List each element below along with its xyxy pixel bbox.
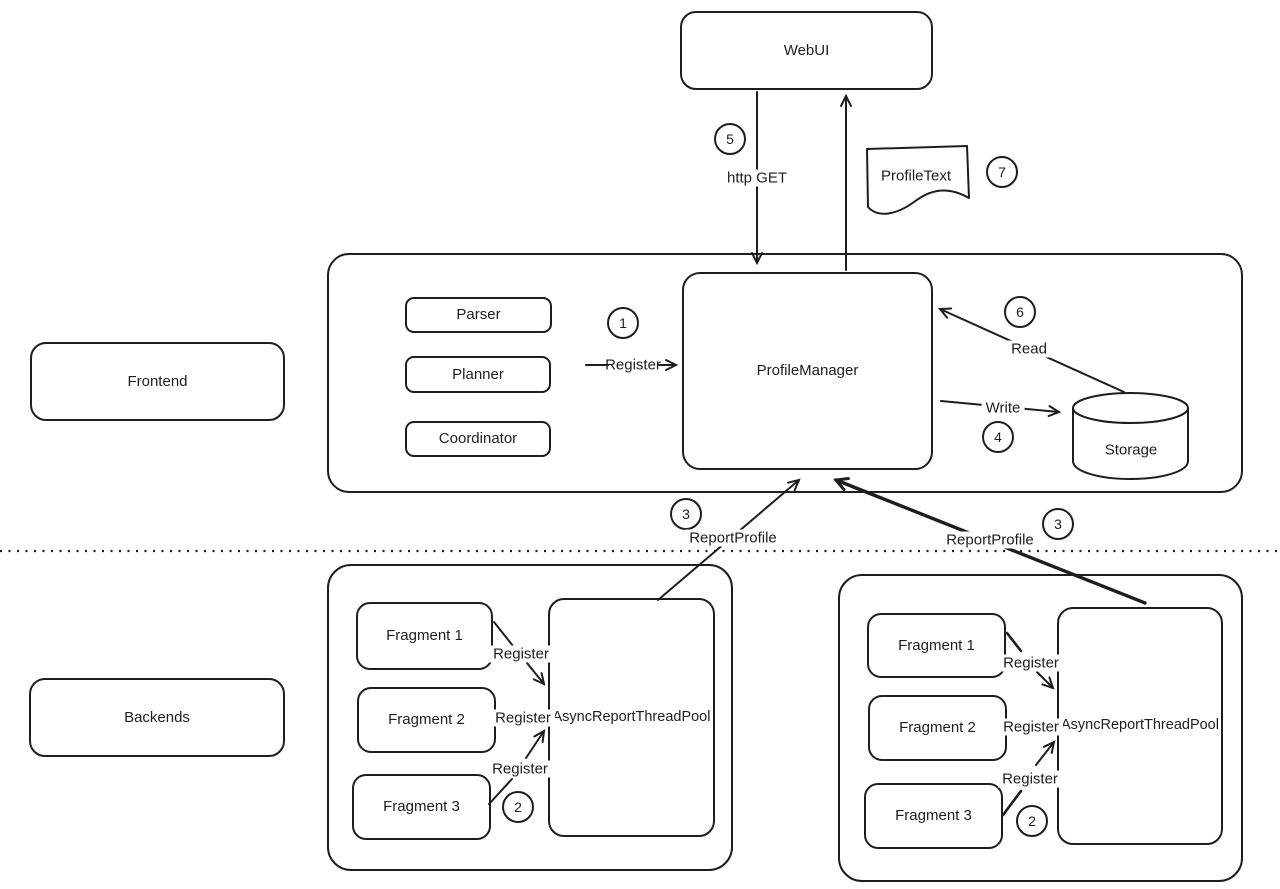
backend2-fragment-1: Fragment 1 bbox=[867, 613, 1006, 678]
backend2-fragment-1-label: Fragment 1 bbox=[898, 636, 975, 654]
backend2-fragment-2: Fragment 2 bbox=[868, 695, 1007, 761]
backend2-register-label-2: Register bbox=[999, 718, 1063, 736]
step-circle-4: 4 bbox=[982, 421, 1014, 453]
step-3-right-label: 3 bbox=[1054, 516, 1062, 532]
planner-label: Planner bbox=[452, 365, 504, 383]
profile-text-label: ProfileText bbox=[880, 167, 952, 185]
coordinator-label: Coordinator bbox=[438, 430, 518, 447]
backend1-fragment-1-label: Fragment 1 bbox=[386, 627, 463, 644]
register-frontend-label: Register bbox=[605, 356, 661, 374]
write-label: Write bbox=[981, 399, 1025, 417]
step-3-left-label: 3 bbox=[682, 506, 690, 522]
backend2-fragment-3-label: Fragment 3 bbox=[895, 807, 972, 824]
parser-node: Parser bbox=[405, 297, 552, 333]
frontend-node: Frontend bbox=[30, 342, 285, 421]
step-circle-5: 5 bbox=[714, 123, 746, 155]
backend2-fragment-3: Fragment 3 bbox=[864, 783, 1003, 849]
http-get-label: http GET bbox=[722, 169, 792, 187]
webui-node: WebUI bbox=[680, 11, 933, 90]
planner-node: Planner bbox=[405, 356, 551, 393]
webui-label: WebUI bbox=[783, 41, 830, 59]
backend-group-1-container bbox=[327, 564, 733, 871]
backend1-register-label-3: Register bbox=[488, 760, 552, 778]
backend2-pool-label: AsyncReportThreadPool bbox=[1061, 717, 1219, 734]
backends-node: Backends bbox=[29, 678, 285, 757]
backend1-fragment-2-label: Fragment 2 bbox=[388, 711, 465, 728]
step-circle-3-right: 3 bbox=[1042, 508, 1074, 540]
step-7-label: 7 bbox=[998, 164, 1006, 180]
step-4-label: 4 bbox=[994, 429, 1002, 445]
step-circle-2-left: 2 bbox=[502, 791, 534, 823]
coordinator-node: Coordinator bbox=[405, 421, 551, 457]
report-profile-left-label: ReportProfile bbox=[685, 529, 781, 547]
backend1-fragment-1: Fragment 1 bbox=[356, 602, 493, 670]
frontend-label: Frontend bbox=[127, 372, 188, 390]
step-6-label: 6 bbox=[1016, 304, 1024, 320]
backend1-register-label-2: Register bbox=[491, 709, 555, 727]
backend2-fragment-2-label: Fragment 2 bbox=[899, 719, 976, 736]
backend1-pool-node: AsyncReportThreadPool bbox=[548, 598, 715, 837]
backend1-pool-label: AsyncReportThreadPool bbox=[552, 708, 711, 725]
report-profile-right-label: ReportProfile bbox=[942, 531, 1038, 549]
step-2-right-label: 2 bbox=[1028, 813, 1036, 829]
step-circle-1: 1 bbox=[607, 307, 639, 339]
step-circle-2-right: 2 bbox=[1016, 805, 1048, 837]
step-circle-3-left: 3 bbox=[670, 498, 702, 530]
step-circle-7: 7 bbox=[986, 156, 1018, 188]
backend2-pool-node: AsyncReportThreadPool bbox=[1057, 607, 1223, 845]
backend1-fragment-2: Fragment 2 bbox=[357, 687, 496, 753]
parser-label: Parser bbox=[456, 306, 501, 323]
storage-label: Storage bbox=[1104, 441, 1158, 459]
backends-label: Backends bbox=[124, 708, 190, 726]
backend2-register-label-1: Register bbox=[999, 654, 1063, 672]
profile-manager-label: ProfileManager bbox=[756, 362, 859, 379]
backend1-register-label-1: Register bbox=[489, 645, 553, 663]
step-1-label: 1 bbox=[619, 315, 627, 331]
step-2-left-label: 2 bbox=[514, 799, 522, 815]
backend2-register-label-3: Register bbox=[998, 770, 1062, 788]
backend1-fragment-3-label: Fragment 3 bbox=[383, 798, 460, 815]
profile-manager-node: ProfileManager bbox=[682, 272, 933, 470]
step-circle-6: 6 bbox=[1004, 296, 1036, 328]
read-label: Read bbox=[1007, 340, 1051, 358]
step-5-label: 5 bbox=[726, 131, 734, 147]
backend1-fragment-3: Fragment 3 bbox=[352, 774, 491, 840]
